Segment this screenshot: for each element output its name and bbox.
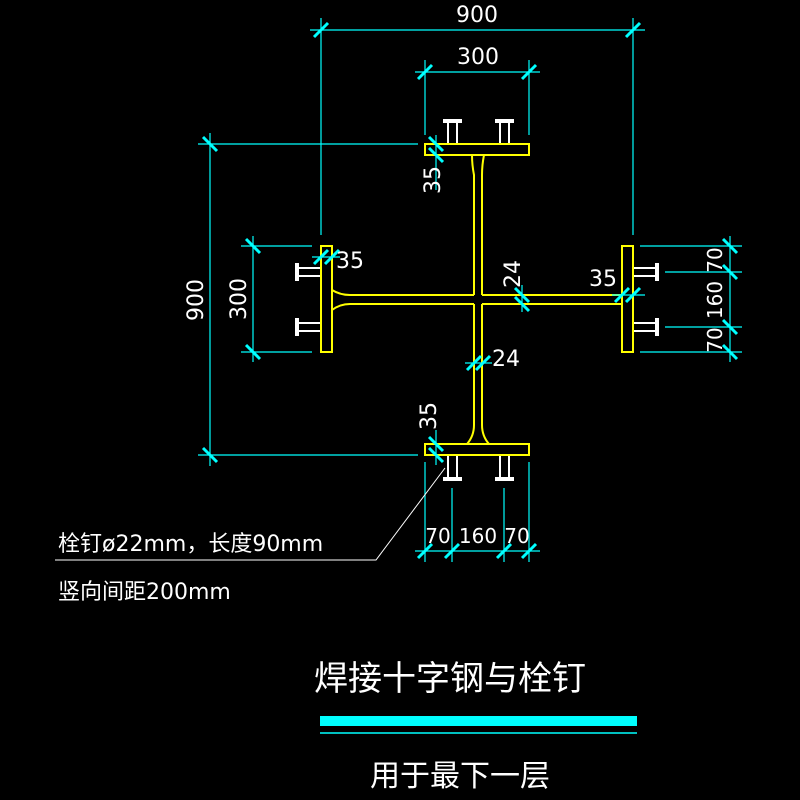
right-flange [621, 245, 634, 353]
dim-flange-thk-bottom: 35 [417, 402, 442, 430]
stud-spec-note: 栓钉ø22mm，长度90mm [58, 532, 323, 557]
stud [495, 119, 514, 143]
dim-overall-height: 900 [184, 279, 209, 321]
dim-web-thk-vertical: 24 [492, 347, 520, 372]
dim-flange-width-left: 300 [227, 278, 252, 320]
stud-spacing-note: 竖向间距200mm [58, 580, 231, 605]
drawing-subtitle: 用于最下一层 [370, 759, 550, 794]
steel-section [320, 143, 634, 456]
dim-stud-right-top: 70 [703, 247, 727, 272]
drawing-title: 焊接十字钢与栓钉 [314, 659, 586, 699]
dim-web-thk-horizontal: 24 [501, 260, 526, 288]
stud-leader-line [55, 467, 446, 561]
title-underline-thick [320, 716, 637, 726]
shear-studs [295, 119, 659, 481]
stud [634, 263, 659, 281]
dim-stud-bottom-left: 70 [425, 524, 450, 548]
top-flange [424, 143, 530, 156]
stud [295, 263, 320, 281]
dim-flange-thk-top: 35 [421, 166, 446, 194]
stud [495, 456, 514, 481]
dim-overall-width: 900 [456, 3, 498, 28]
dim-flange-width-top: 300 [457, 45, 499, 70]
dim-stud-right-bot: 70 [703, 327, 727, 352]
stud [295, 318, 320, 336]
stud [634, 318, 659, 336]
dim-flange-thk-right: 35 [589, 267, 617, 292]
dim-stud-bottom-mid: 160 [459, 524, 497, 548]
bottom-flange [424, 443, 530, 456]
dimension-lines [198, 18, 742, 562]
vertical-web [466, 154, 490, 445]
left-flange [320, 245, 333, 353]
horizontal-web [331, 289, 622, 311]
stud [443, 119, 462, 143]
dim-stud-right-mid: 160 [703, 281, 727, 319]
dim-stud-bottom-right: 70 [504, 524, 529, 548]
stud [443, 456, 462, 481]
dim-flange-thk-left: 35 [336, 249, 364, 274]
